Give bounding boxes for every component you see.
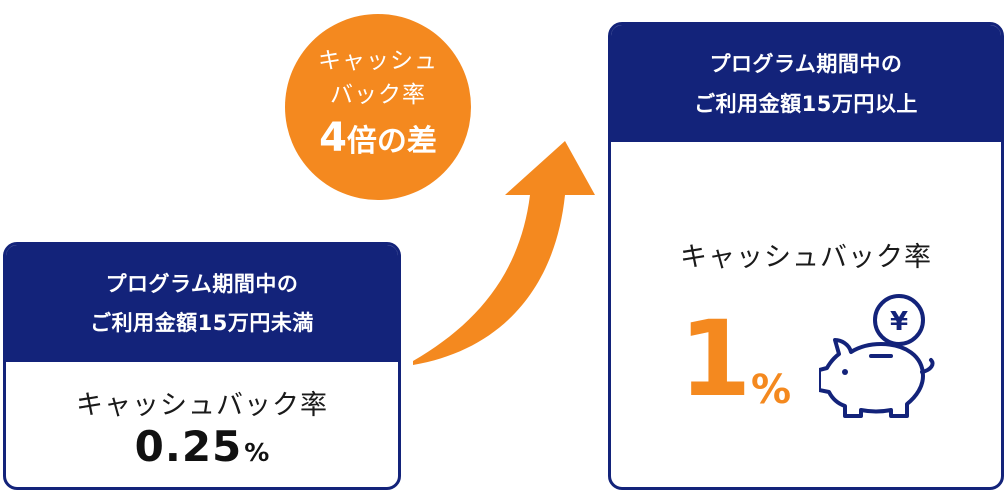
arrow-up-right-icon xyxy=(413,141,595,365)
rate-number: 0.25 xyxy=(134,422,243,471)
rate-unit: % xyxy=(244,438,270,467)
badge-line3: 4倍の差 xyxy=(285,118,471,162)
card-title-line2: ご利用金額15万円以上 xyxy=(694,91,918,116)
badge-multiplier: 4 xyxy=(319,115,347,161)
card-header: プログラム期間中の ご利用金額15万円以上 xyxy=(611,25,1001,142)
rate-number: 1 xyxy=(679,298,752,420)
badge-suffix: 倍の差 xyxy=(346,124,437,159)
rate-value: 0.25% xyxy=(6,422,398,471)
rate-label: キャッシュバック率 xyxy=(680,242,932,273)
card-title-line1: プログラム期間中の xyxy=(709,51,903,76)
rate-unit: % xyxy=(751,367,792,413)
difference-badge: キャッシュ バック率 4倍の差 xyxy=(285,14,471,200)
rate-label: キャッシュバック率 xyxy=(76,390,328,421)
card-title-line1: プログラム期間中の xyxy=(105,271,299,296)
yen-coin-icon: ¥ xyxy=(890,307,908,337)
badge-line2: バック率 xyxy=(330,82,426,108)
card-150k-or-more: プログラム期間中の ご利用金額15万円以上 キャッシュバック率 1 % ¥ xyxy=(608,22,1004,490)
card-header: プログラム期間中の ご利用金額15万円未満 xyxy=(6,245,398,362)
badge-line1: キャッシュ xyxy=(318,48,438,74)
card-title-line2: ご利用金額15万円未満 xyxy=(90,310,314,335)
piggy-bank-icon: ¥ xyxy=(819,294,935,418)
card-under-150k: プログラム期間中の ご利用金額15万円未満 キャッシュバック率 0.25% xyxy=(3,242,401,490)
